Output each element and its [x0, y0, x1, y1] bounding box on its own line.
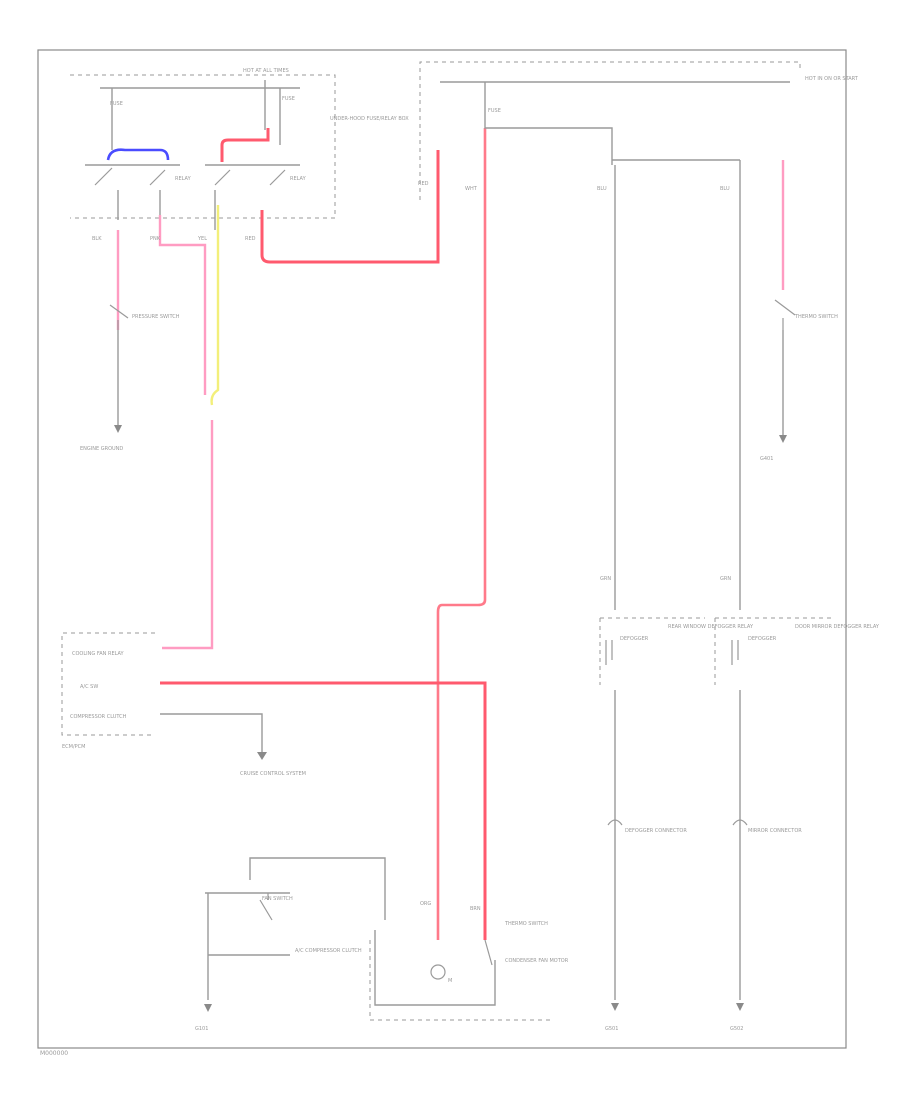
ground-icon-bottom-left: [611, 1003, 619, 1011]
ecm-title: ECM/PCM: [62, 744, 85, 750]
red-wire-relay: [220, 128, 270, 162]
ecm-box-outline: [61, 632, 155, 736]
right-sensor-label: THERMO SWITCH: [794, 314, 838, 320]
blue-wire: [106, 148, 170, 161]
hot-run-label: HOT IN ON OR START: [805, 76, 859, 82]
ecm-row2-label: A/C SW: [80, 684, 98, 690]
wire-label-red-1: RED: [245, 236, 256, 242]
switch-left-label: DEFOGGER: [620, 636, 649, 642]
fuse-center-label: FUSE: [488, 108, 501, 114]
thermo-switch-icon: [484, 939, 493, 966]
fan-switch-icon: [259, 893, 273, 921]
fan-switch-label: FAN SWITCH: [262, 896, 293, 902]
relay-box-right: [714, 617, 835, 685]
relay-desc-right: DOOR MIRROR DEFOGGER RELAY: [795, 624, 880, 630]
wire-label-wht-1: WHT: [465, 186, 478, 192]
motor-label: M: [448, 978, 452, 984]
yellow-wire: [210, 205, 220, 406]
motor-desc-label: CONDENSER FAN MOTOR: [505, 958, 569, 964]
ground-icon-bottom-fan: [204, 1004, 212, 1012]
ecm-row3-label: COMPRESSOR CLUTCH: [70, 714, 127, 720]
wire-label-pnk-1: PNK: [150, 236, 161, 242]
compressor-label: A/C COMPRESSOR CLUTCH: [295, 948, 362, 954]
pink-wire-ecm: [162, 420, 214, 650]
connector-right-icon: [732, 819, 748, 826]
center-hot-feed: [484, 82, 613, 165]
relay-coil-right: [214, 169, 286, 186]
wire-label-grn-1: GRN: [600, 576, 611, 582]
ecm-row1-label: COOLING FAN RELAY: [72, 651, 125, 657]
ground-bottom-mid-label: G501: [605, 1026, 618, 1032]
ground-icon-right: [779, 435, 787, 443]
junction-box-outline: [419, 61, 801, 200]
arrow-icon-system: [257, 752, 267, 760]
relay-switch-left: [605, 640, 613, 665]
ground-icon-bottom-right: [736, 1003, 744, 1011]
connector-left-icon: [607, 819, 623, 826]
fusebox-label: HOT AT ALL TIMES: [243, 68, 289, 74]
relay-desc-left: REAR WINDOW DEFOGGER RELAY: [668, 624, 754, 630]
wire-label-yel: YEL: [197, 236, 207, 242]
relay-switch-right: [731, 640, 739, 665]
fan-bus: [205, 892, 290, 1000]
wire-label-red-2: RED: [418, 181, 429, 187]
relay-right-label: RELAY: [290, 176, 307, 182]
ground-left-label: ENGINE GROUND: [80, 446, 123, 452]
junction-box-label: UNDER-HOOD FUSE/RELAY BOX: [330, 116, 409, 122]
right-sensor-icon: [774, 299, 796, 330]
connector-right-label: MIRROR CONNECTOR: [748, 828, 802, 834]
wire-label-blu-2: BLU: [720, 186, 730, 192]
reference-code: M000000: [40, 1050, 68, 1057]
fuse-right-label: FUSE: [282, 96, 295, 102]
fuse-left-label: FUSE: [110, 101, 123, 107]
relay-coil-left: [94, 167, 166, 186]
system-link-label: CRUISE CONTROL SYSTEM: [240, 771, 306, 777]
pink-wire-relay: [158, 215, 207, 395]
pressure-switch-label: PRESSURE SWITCH: [132, 314, 180, 320]
diagram-frame: [37, 49, 847, 1049]
wire-label-blu-1: BLU: [597, 186, 607, 192]
fan-box-outline: [249, 857, 386, 920]
ground-bottom-right-label: G502: [730, 1026, 743, 1032]
relay-left-label: RELAY: [175, 176, 192, 182]
wire-label-blk-1: BLK: [92, 236, 102, 242]
thermo-switch-label: THERMO SWITCH: [504, 921, 548, 927]
red-wire-main: [260, 150, 440, 264]
motor-box-outline: [369, 940, 550, 1021]
fuse-box-outline: [70, 74, 336, 219]
wire-label-brn: BRN: [470, 906, 481, 912]
ground-icon-left: [114, 425, 122, 433]
wire-label-grn-2: GRN: [720, 576, 731, 582]
ground-right-label: G401: [760, 456, 773, 462]
connector-left-label: DEFOGGER CONNECTOR: [625, 828, 687, 834]
relay-box-left: [599, 617, 705, 685]
motor-icon: [430, 964, 446, 980]
switch-right-label: DEFOGGER: [748, 636, 777, 642]
ground-bottom-left-label: G101: [195, 1026, 208, 1032]
pressure-switch-icon: [109, 304, 129, 330]
compressor-wire: [160, 713, 263, 755]
motor-wire: [374, 930, 496, 1006]
center-pink-wire: [436, 128, 487, 940]
wire-label-org: ORG: [420, 901, 431, 907]
ecm-ac-wire: [160, 681, 487, 940]
